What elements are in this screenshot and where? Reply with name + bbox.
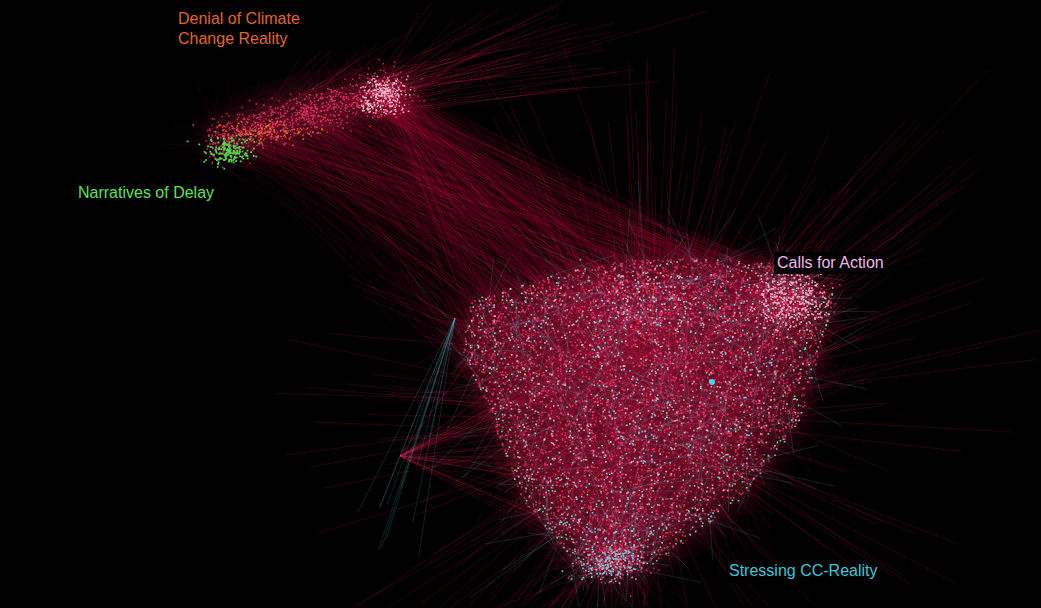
network-nodes [360,76,411,115]
network-nodes [470,259,834,521]
cluster-label: Stressing CC-Reality [726,560,880,582]
network-nodes [465,259,833,584]
hub-node [709,379,715,385]
network-nodes [463,258,840,597]
network-nodes [187,133,260,169]
network-edges [161,43,925,607]
cluster-label: Calls for Action [774,252,887,274]
cluster-label: Narratives of Delay [75,182,217,204]
network-edges [358,181,880,607]
network-nodes [193,120,344,147]
cluster-label: Denial of Climate Change Reality [175,8,361,50]
